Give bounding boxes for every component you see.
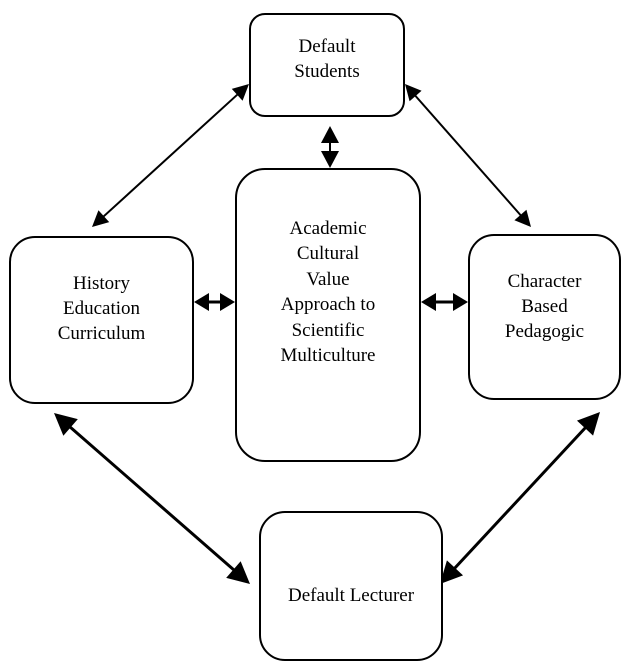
edge-top-right <box>405 84 531 227</box>
edge-line <box>452 425 588 571</box>
arrowhead-end <box>321 151 339 168</box>
arrowhead-start <box>576 412 600 436</box>
edge-right-bottom <box>440 412 600 584</box>
node-character-based-pedagogic: Character Based Pedagogic <box>468 234 621 400</box>
node-academic-cultural-value: Academic Cultural Value Approach to Scie… <box>235 168 421 462</box>
arrowhead-end <box>226 561 250 584</box>
arrowhead-start <box>54 413 78 436</box>
node-history-education-curriculum-label: History Education Curriculum <box>57 272 146 344</box>
edge-left-center <box>194 293 235 311</box>
node-character-based-pedagogic-label: Character Based Pedagogic <box>504 270 585 342</box>
node-default-students: Default Students <box>249 13 405 117</box>
edge-line <box>413 93 523 218</box>
arrowhead-start <box>321 126 339 143</box>
arrowhead-end <box>220 293 235 311</box>
edge-top-left <box>92 84 249 227</box>
arrowhead-start <box>231 84 249 101</box>
edge-center-right <box>421 293 468 311</box>
arrowhead-end <box>453 293 468 311</box>
node-academic-cultural-value-label: Academic Cultural Value Approach to Scie… <box>280 217 376 367</box>
arrowhead-start <box>194 293 209 311</box>
node-history-education-curriculum: History Education Curriculum <box>9 236 194 404</box>
edge-top-center <box>321 126 339 168</box>
edge-line <box>101 92 240 219</box>
edges-layer <box>54 84 600 584</box>
arrowhead-start <box>421 293 436 311</box>
arrowhead-end <box>514 209 531 227</box>
arrowhead-end <box>440 560 464 584</box>
edge-line <box>68 425 236 572</box>
arrowhead-end <box>92 210 110 227</box>
edge-left-bottom <box>54 413 250 584</box>
node-default-students-label: Default Students <box>294 36 360 82</box>
node-default-lecturer-label: Default Lecturer <box>287 584 415 606</box>
node-default-lecturer: Default Lecturer <box>259 511 443 661</box>
arrowhead-start <box>405 84 422 102</box>
